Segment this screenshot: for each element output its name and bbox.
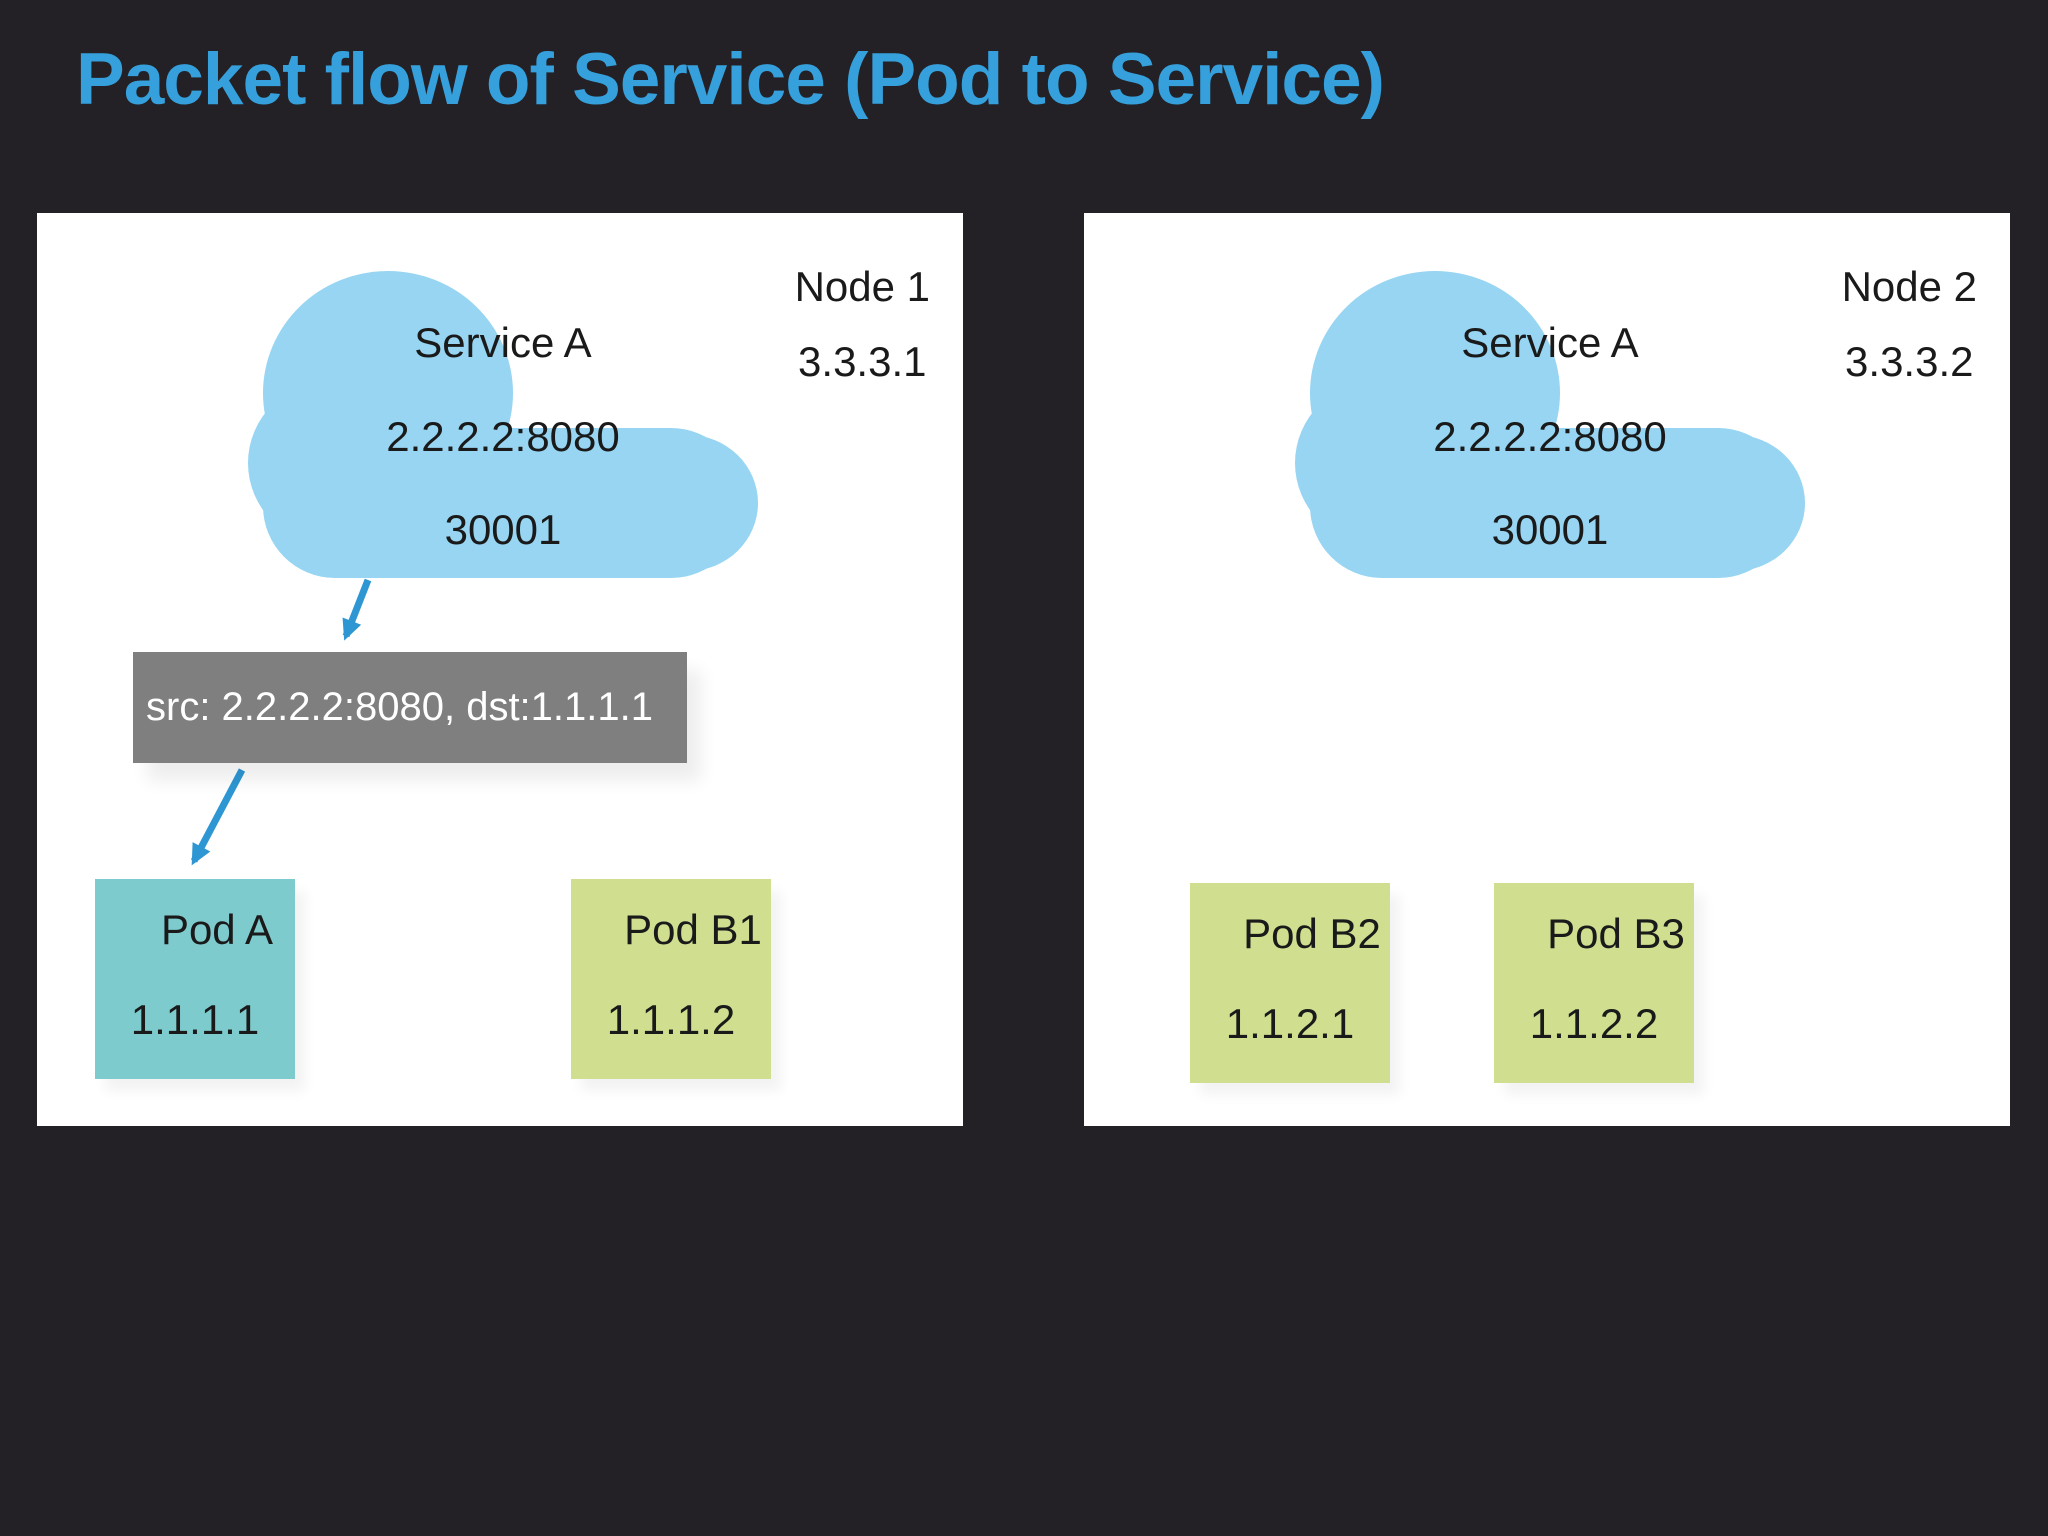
pod-b2-box: Pod B2 1.1.2.1 [1190,883,1390,1083]
service-nodeport: 30001 [1491,506,1609,553]
pod-name: Pod B1 [624,906,762,953]
service-name: Service A [1461,319,1639,366]
pod-ip: 1.1.2.2 [1529,1000,1659,1047]
cloud-icon [248,271,758,578]
pod-ip: 1.1.1.2 [606,996,736,1043]
pod-name: Pod A [160,906,274,953]
node2-panel: Node 2 3.3.3.2 Service A 2.2.2.2:8080 30… [1084,213,2010,1126]
arrow-packet-to-pod-a [190,768,246,866]
node1-service-cloud: Service A 2.2.2.2:8080 30001 [248,268,758,578]
node1-label: Node 1 3.3.3.1 [795,249,930,399]
pod-name: Pod B3 [1547,910,1685,957]
pod-name: Pod B2 [1243,910,1381,957]
node1-name: Node 1 [794,263,930,310]
service-nodeport: 30001 [444,506,562,553]
pod-b3-box: Pod B3 1.1.2.2 [1494,883,1694,1083]
node1-panel: Node 1 3.3.3.1 Service A 2.2.2.2:8080 30… [37,213,963,1126]
node2-name: Node 2 [1841,263,1977,310]
packet-header-label: src: 2.2.2.2:8080, dst:1.1.1.1 [146,685,653,729]
node2-ip: 3.3.3.2 [1845,338,1974,385]
packet-header-box: src: 2.2.2.2:8080, dst:1.1.1.1 [133,652,687,763]
service-endpoint: 2.2.2.2:8080 [386,413,620,460]
slide-title: Packet flow of Service (Pod to Service) [76,39,1385,120]
pod-a-box: Pod A 1.1.1.1 [95,879,295,1079]
pod-b1-box: Pod B1 1.1.1.2 [571,879,771,1079]
node2-label: Node 2 3.3.3.2 [1842,249,1977,399]
pod-ip: 1.1.1.1 [130,996,260,1043]
node1-ip: 3.3.3.1 [798,338,927,385]
arrow-cloud-to-packet [342,578,372,641]
service-endpoint: 2.2.2.2:8080 [1433,413,1667,460]
cloud-icon [1295,271,1805,578]
pod-ip: 1.1.2.1 [1225,1000,1355,1047]
service-name: Service A [414,319,592,366]
node2-service-cloud: Service A 2.2.2.2:8080 30001 [1295,268,1805,578]
